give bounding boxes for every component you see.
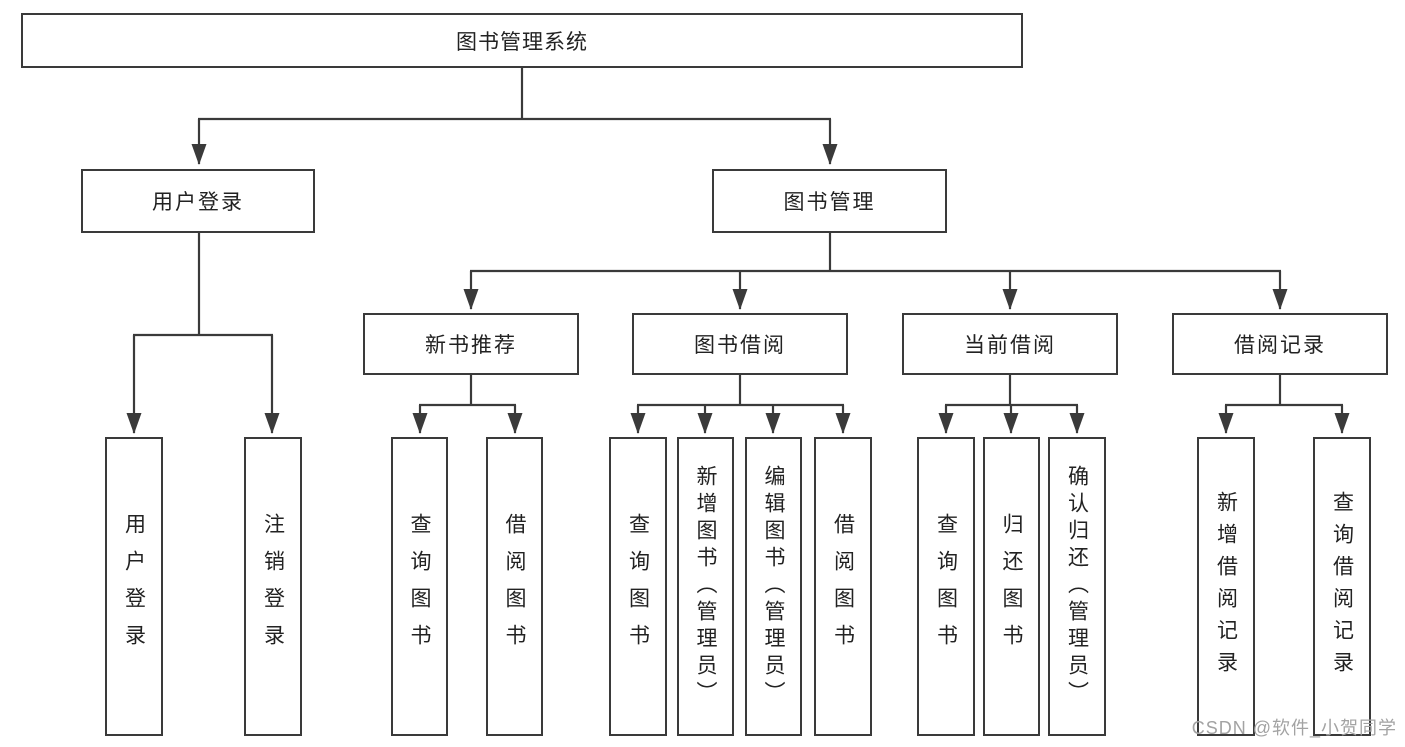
leaf-query-books-2: 查询图书 bbox=[609, 437, 667, 736]
node-book-management: 图书管理 bbox=[712, 169, 947, 233]
node-user-login: 用户登录 bbox=[81, 169, 315, 233]
node-new-book-recommend: 新书推荐 bbox=[363, 313, 579, 375]
leaf-logout: 注销登录 bbox=[244, 437, 302, 736]
leaf-add-borrow-record: 新增借阅记录 bbox=[1197, 437, 1255, 736]
leaf-confirm-return-admin: 确认归还（管理员） bbox=[1048, 437, 1106, 736]
node-current-borrowing: 当前借阅 bbox=[902, 313, 1118, 375]
leaf-add-books-admin: 新增图书（管理员） bbox=[677, 437, 734, 736]
leaf-query-books-3: 查询图书 bbox=[917, 437, 975, 736]
csdn-watermark: CSDN @软件_小贺同学 bbox=[1191, 718, 1397, 738]
node-book-borrowing: 图书借阅 bbox=[632, 313, 848, 375]
leaf-query-borrow-record: 查询借阅记录 bbox=[1313, 437, 1371, 736]
node-borrow-records: 借阅记录 bbox=[1172, 313, 1388, 375]
leaf-user-login: 用户登录 bbox=[105, 437, 163, 736]
leaf-borrow-books-2: 借阅图书 bbox=[814, 437, 872, 736]
leaf-query-books-1: 查询图书 bbox=[391, 437, 448, 736]
leaf-return-books: 归还图书 bbox=[983, 437, 1040, 736]
node-root-library-system: 图书管理系统 bbox=[21, 13, 1023, 68]
leaf-borrow-books-1: 借阅图书 bbox=[486, 437, 543, 736]
leaf-edit-books-admin: 编辑图书（管理员） bbox=[745, 437, 802, 736]
